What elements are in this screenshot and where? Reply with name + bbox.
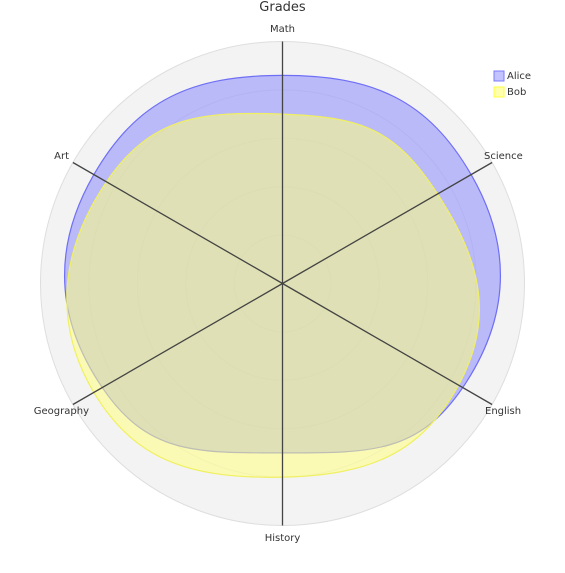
legend-swatch-alice xyxy=(493,70,505,82)
radar-axes xyxy=(72,41,493,526)
axis-label-english: English xyxy=(485,406,521,417)
legend-label-bob: Bob xyxy=(507,87,526,98)
axis-line-geography xyxy=(72,282,283,406)
axis-line-art xyxy=(72,161,283,285)
axis-line-english xyxy=(282,282,493,406)
axis-label-math: Math xyxy=(270,24,295,35)
axis-label-art: Art xyxy=(54,151,69,162)
axis-label-science: Science xyxy=(484,151,523,162)
legend: Alice Bob xyxy=(493,70,531,98)
axis-label-history: History xyxy=(265,533,301,544)
axis-line-science xyxy=(282,161,493,285)
axis-label-geography: Geography xyxy=(34,406,89,417)
legend-label-alice: Alice xyxy=(507,71,531,82)
chart-title: Grades xyxy=(259,0,306,15)
legend-swatch-bob xyxy=(493,86,505,98)
series-area-bob xyxy=(66,112,481,478)
